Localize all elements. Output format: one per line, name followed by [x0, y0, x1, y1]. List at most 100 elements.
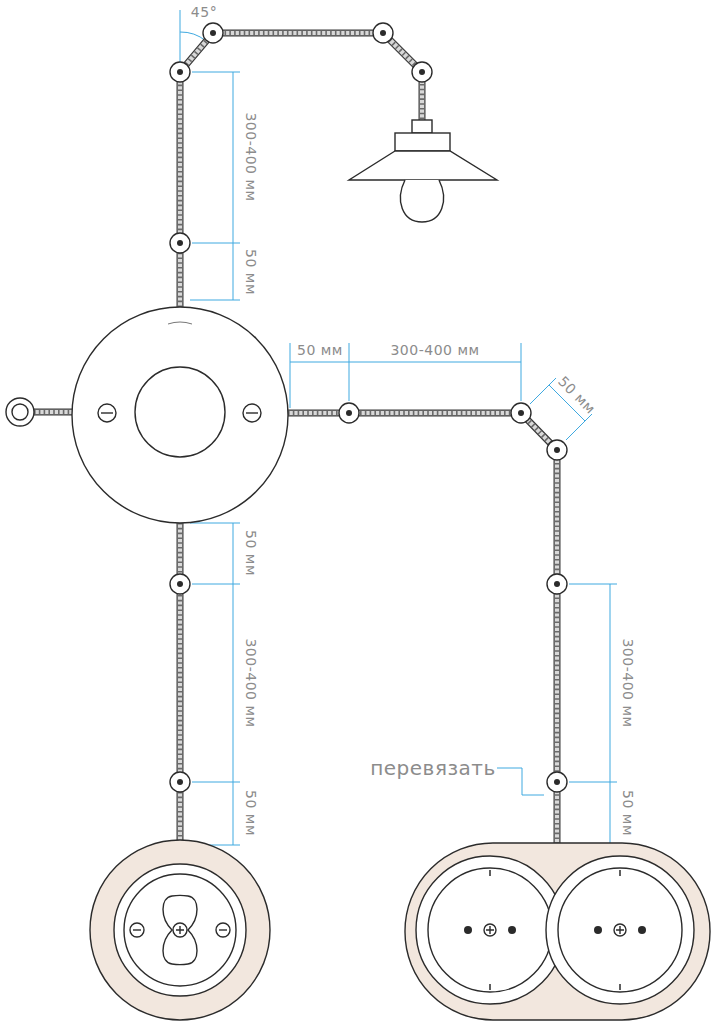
- double-socket-part: [638, 926, 646, 934]
- dimension-label: 300-400 мм: [621, 638, 635, 727]
- insulator: [170, 233, 190, 253]
- dimension-lines-part: [567, 584, 617, 845]
- dimension-lines-part: [180, 10, 181, 62]
- dimension-label: 300-400 мм: [244, 638, 258, 727]
- insulator-body: [373, 23, 393, 43]
- insulator: [547, 574, 567, 594]
- twisted-wire: [178, 523, 183, 842]
- rotary-switch-part: [124, 874, 236, 986]
- double-socket-part: [546, 856, 694, 1004]
- insulator-body: [339, 403, 359, 423]
- dimension-label: 50 мм: [621, 790, 635, 836]
- insulator: [511, 403, 531, 423]
- insulator-body: [412, 62, 432, 82]
- twisted-wire: [34, 409, 72, 416]
- dimension-label: 50 мм: [244, 249, 258, 295]
- junction-box-part: [246, 412, 258, 413]
- insulator-hole: [177, 69, 183, 75]
- junction-box-part: [101, 412, 113, 413]
- wall-entry-ring: [6, 398, 34, 426]
- double-socket-part: [486, 926, 494, 934]
- insulator-hole: [210, 30, 216, 36]
- insulator: [170, 772, 190, 792]
- rotary-switch: [90, 840, 270, 1020]
- twisted-wire: [288, 413, 557, 845]
- twisted-wires: [34, 33, 557, 845]
- junction-box-part: [168, 322, 192, 324]
- insulator-body: [170, 62, 190, 82]
- double-socket-part: [405, 843, 710, 1020]
- twisted-wire: [34, 410, 72, 415]
- insulator-hole: [518, 410, 524, 416]
- dimension-label: 300-400 мм: [390, 343, 479, 357]
- double-socket-part: [558, 868, 682, 992]
- double-socket-part: [416, 856, 564, 1004]
- insulator-hole: [554, 447, 560, 453]
- pendant-lamp-part: [349, 151, 497, 180]
- insulator-hole: [346, 410, 352, 416]
- note-label: перевязать: [370, 758, 496, 778]
- double-socket-part: [464, 926, 472, 934]
- insulator-hole: [177, 240, 183, 246]
- twisted-wire: [177, 523, 184, 842]
- double-socket-part: [616, 926, 624, 934]
- double-socket-part: [490, 870, 620, 990]
- rotary-switch-part: [173, 923, 187, 937]
- insulator-body: [547, 574, 567, 594]
- pendant-lamp-part: [400, 180, 443, 222]
- insulator: [203, 23, 223, 43]
- insulator-body: [547, 772, 567, 792]
- insulator-hole: [554, 581, 560, 587]
- twisted-wire: [34, 410, 72, 415]
- rotary-switch-part: [176, 926, 184, 934]
- insulator-body: [203, 23, 223, 43]
- dimension-lines-part: [497, 768, 544, 795]
- dimension-lines-part: [290, 343, 521, 408]
- rotary-switch-part: [130, 923, 144, 937]
- junction-box-part: [135, 367, 225, 457]
- insulator: [373, 23, 393, 43]
- insulator-hole: [554, 779, 560, 785]
- junction-box-part: [243, 404, 261, 422]
- junction-box-part: [72, 307, 288, 523]
- double-socket-part: [428, 868, 552, 992]
- dimension-label: 50 мм: [244, 790, 258, 836]
- insulator-body: [511, 403, 531, 423]
- rotary-switch-part: [90, 840, 270, 1020]
- double-socket-part: [508, 926, 516, 934]
- dimension-label: 300-400 мм: [244, 112, 258, 201]
- insulator: [412, 62, 432, 82]
- dimension-label: 50 мм: [244, 530, 258, 576]
- insulator-hole: [419, 69, 425, 75]
- insulator: [170, 62, 190, 82]
- rotary-switch-part: [216, 923, 230, 937]
- dimension-label: 50 мм: [556, 374, 598, 416]
- double-socket: [405, 843, 710, 1020]
- insulator-body: [170, 233, 190, 253]
- dimension-label: 50 мм: [297, 343, 343, 357]
- junction-box: [72, 307, 288, 523]
- dimension-lines-part: [180, 32, 206, 41]
- twisted-wire: [288, 413, 557, 845]
- insulator-body: [170, 772, 190, 792]
- wall-entry-ring-part: [6, 398, 34, 426]
- wall-entry-ring-part: [12, 404, 28, 420]
- junction-box-part: [98, 404, 116, 422]
- insulator-body: [170, 574, 190, 594]
- insulator: [339, 403, 359, 423]
- pendant-lamp: [349, 120, 497, 222]
- insulator: [547, 440, 567, 460]
- pendant-lamp-part: [412, 120, 432, 133]
- rotary-switch-part: [219, 929, 227, 930]
- angle-label: 45°: [191, 5, 217, 19]
- rotary-switch-part: [133, 929, 141, 930]
- rotary-switch-part: [114, 864, 246, 996]
- insulator-body: [547, 440, 567, 460]
- twisted-wire: [178, 523, 183, 842]
- insulator-hole: [177, 581, 183, 587]
- insulator-hole: [177, 779, 183, 785]
- rotary-switch-part: [163, 895, 197, 965]
